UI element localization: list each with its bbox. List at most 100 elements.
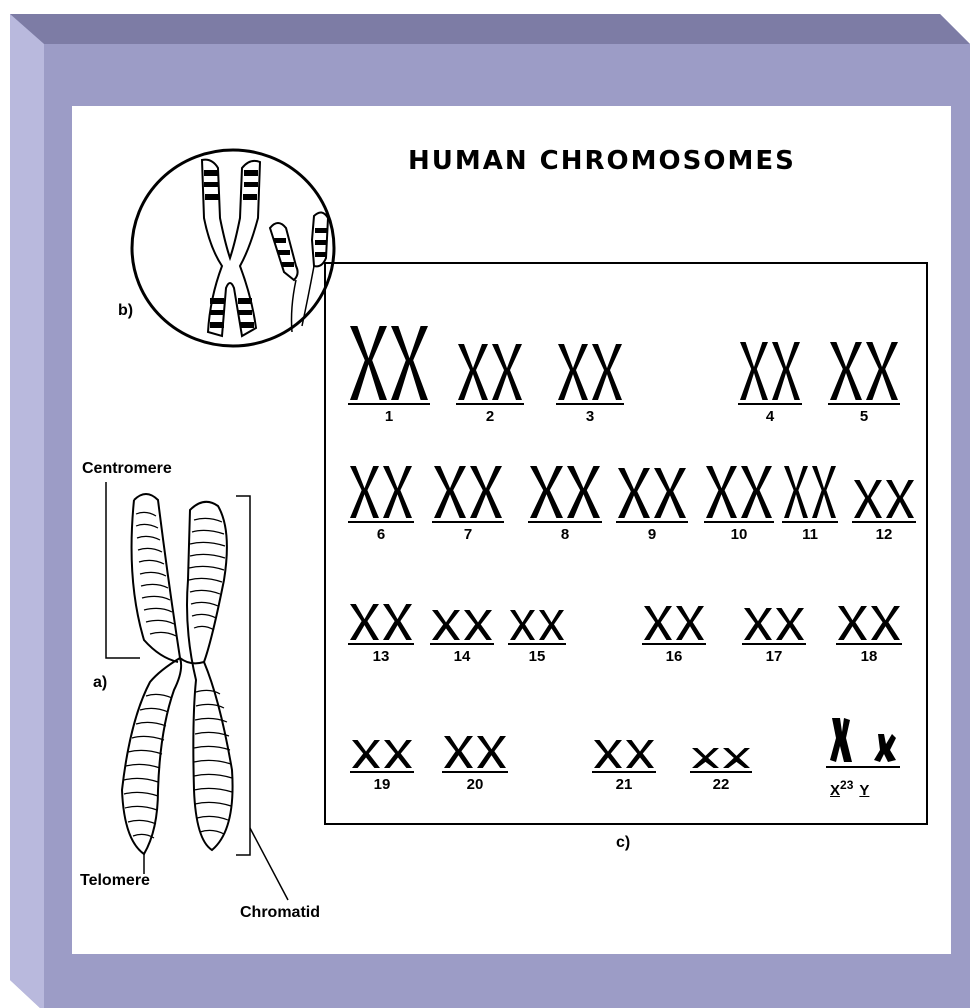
chromosome-22-a xyxy=(692,748,719,768)
pair-underline xyxy=(350,771,414,773)
chromosome-2-b xyxy=(492,344,522,400)
pair-underline xyxy=(642,643,706,645)
chromosome-pair-11 xyxy=(782,466,838,524)
chromosome-pair-2 xyxy=(456,344,524,406)
pair-underline xyxy=(616,521,688,523)
chromosome-6-a xyxy=(350,466,379,518)
pair-underline xyxy=(704,521,774,523)
diagram-title: HUMAN CHROMOSOMES xyxy=(408,146,796,176)
chromosome-pair-13 xyxy=(348,604,414,646)
pair-label-10: 10 xyxy=(704,526,774,543)
chromosome-13-a xyxy=(350,604,379,640)
pair-label-7: 7 xyxy=(432,526,504,543)
pair-label-13: 13 xyxy=(348,648,414,665)
pair-label-16: 16 xyxy=(642,648,706,665)
chromosome-19-b xyxy=(384,740,412,768)
chromosome-pair-5 xyxy=(828,342,900,406)
chromosome-pair-8 xyxy=(528,466,602,524)
pair-23-label: 23 xyxy=(840,778,853,792)
pair-underline xyxy=(852,521,916,523)
pair-label-11: 11 xyxy=(782,526,838,543)
pair-underline xyxy=(442,771,508,773)
pair-label-5: 5 xyxy=(828,408,900,425)
chromosome-pair-10 xyxy=(704,466,774,524)
inset-circle xyxy=(130,148,340,353)
pair-underline xyxy=(456,403,524,405)
pair-label-18: 18 xyxy=(836,648,902,665)
chromosome-1-b xyxy=(391,326,428,400)
chromosome-22-b xyxy=(723,748,750,768)
label-b: b) xyxy=(118,302,133,320)
chromosome-18-a xyxy=(838,606,867,640)
pair-label-15: 15 xyxy=(508,648,566,665)
chromosome-11-b xyxy=(812,466,836,518)
pair-underline xyxy=(556,403,624,405)
chromosome-20-a xyxy=(444,736,473,768)
label-a: a) xyxy=(93,674,107,692)
pair-underline xyxy=(690,771,752,773)
pair-underline xyxy=(742,643,806,645)
pair-underline xyxy=(348,521,414,523)
chromosome-pair-15 xyxy=(508,610,566,646)
pair-label-21: 21 xyxy=(592,776,656,793)
pair-underline xyxy=(828,403,900,405)
chromosome-5-a xyxy=(830,342,862,400)
pair-label-22: 22 xyxy=(690,776,752,793)
chromosome-pair-19 xyxy=(350,740,414,774)
pair-underline xyxy=(432,521,504,523)
chromosome-pair-18 xyxy=(836,606,902,646)
chromosome-2-a xyxy=(458,344,488,400)
label-chromatid: Chromatid xyxy=(240,904,320,922)
chromosome-12-a xyxy=(854,480,882,518)
chromosome-pair-12 xyxy=(852,480,916,524)
chromosome-14-a xyxy=(432,610,460,640)
chromosome-15-b xyxy=(539,610,564,640)
chromosome-6-b xyxy=(383,466,412,518)
label-telomere: Telomere xyxy=(80,872,150,890)
chromosome-pair-17 xyxy=(742,608,806,646)
chromosome-9-b xyxy=(654,468,686,518)
pair-label-20: 20 xyxy=(442,776,508,793)
chromosome-21-a xyxy=(594,740,622,768)
chromosome-19-a xyxy=(352,740,380,768)
chromosome-pair-21 xyxy=(592,740,656,774)
x-label: X xyxy=(830,782,840,799)
chromosome-pair-6 xyxy=(348,466,414,524)
chromosome-pair-22 xyxy=(690,748,752,774)
pair-underline xyxy=(836,643,902,645)
chromosome-pair-16 xyxy=(642,606,706,646)
chromosome-7-a xyxy=(434,466,466,518)
chromosome-3-b xyxy=(592,344,622,400)
y-label: Y xyxy=(859,782,869,799)
chromosome-7-b xyxy=(470,466,502,518)
pair-label-3: 3 xyxy=(556,408,624,425)
chromosome-16-a xyxy=(644,606,672,640)
chromosome-16-b xyxy=(676,606,704,640)
pair-label-19: 19 xyxy=(350,776,414,793)
pair-underline xyxy=(782,521,838,523)
chromosome-pair-14 xyxy=(430,610,494,646)
sex-chromosomes xyxy=(826,714,906,770)
chromosome-pair-20 xyxy=(442,736,508,774)
label-c: c) xyxy=(616,834,630,852)
chromosome-20-b xyxy=(477,736,506,768)
chromosome-14-b xyxy=(464,610,492,640)
chromosome-1-a xyxy=(350,326,387,400)
sex-pair-label: X23 Y xyxy=(830,778,869,799)
pair-label-14: 14 xyxy=(430,648,494,665)
chromosome-pair-4 xyxy=(738,342,802,406)
pair-label-2: 2 xyxy=(456,408,524,425)
chromosome-detail xyxy=(100,470,360,910)
pair-label-17: 17 xyxy=(742,648,806,665)
pair-underline xyxy=(430,643,494,645)
pair-underline xyxy=(508,643,566,645)
chromosome-9-a xyxy=(618,468,650,518)
chromosome-3-a xyxy=(558,344,588,400)
chromosome-21-b xyxy=(626,740,654,768)
pair-underline xyxy=(738,403,802,405)
chromosome-pair-3 xyxy=(556,344,624,406)
label-centromere: Centromere xyxy=(82,460,172,478)
chromosome-11-a xyxy=(784,466,808,518)
pair-label-9: 9 xyxy=(616,526,688,543)
chromosome-pair-7 xyxy=(432,466,504,524)
